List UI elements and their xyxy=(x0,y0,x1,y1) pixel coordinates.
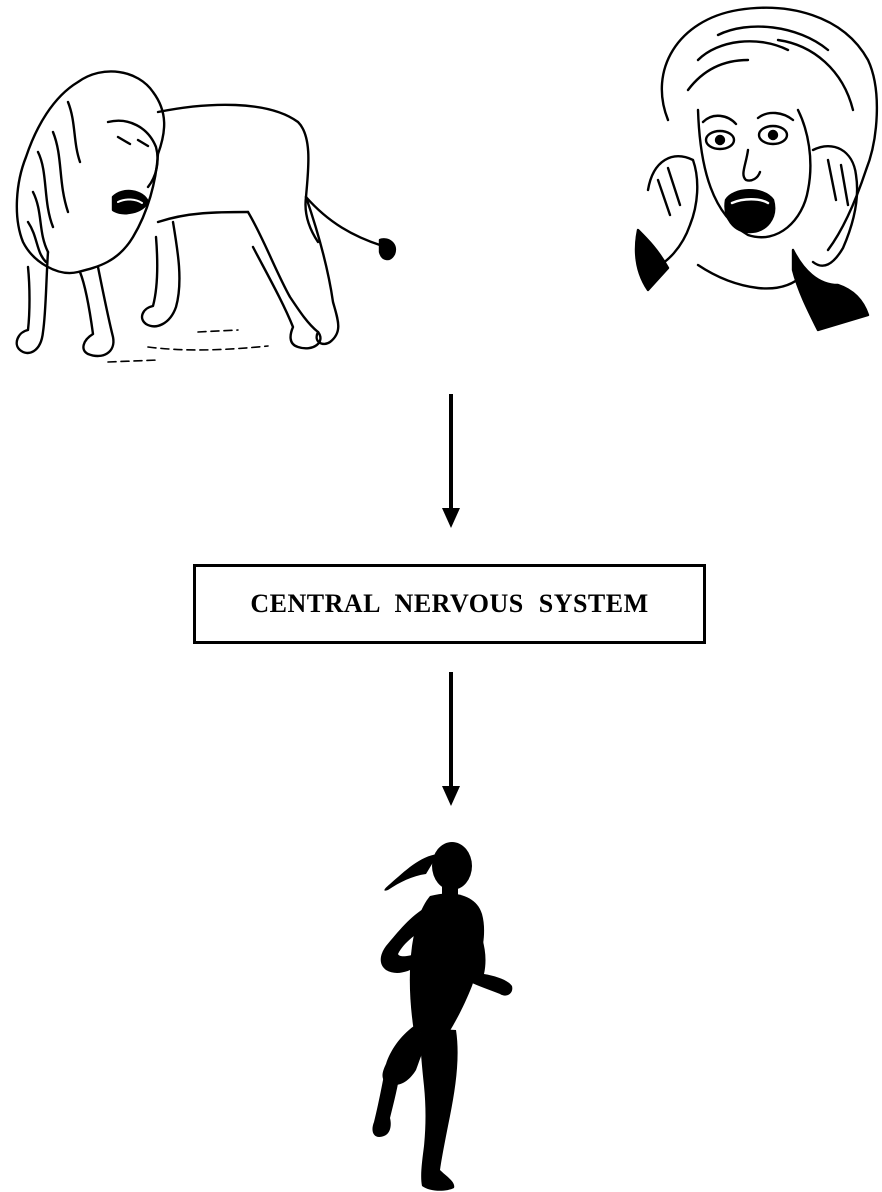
central-nervous-system-label: CENTRAL NERVOUS SYSTEM xyxy=(250,589,649,618)
running-woman-icon xyxy=(372,842,513,1191)
frightened-woman-icon xyxy=(634,6,879,332)
lion-icon xyxy=(15,70,397,363)
central-nervous-system-box: CENTRAL NERVOUS SYSTEM xyxy=(193,564,706,644)
arrow-down-icon xyxy=(442,672,460,806)
arrow-down-icon xyxy=(442,394,460,528)
